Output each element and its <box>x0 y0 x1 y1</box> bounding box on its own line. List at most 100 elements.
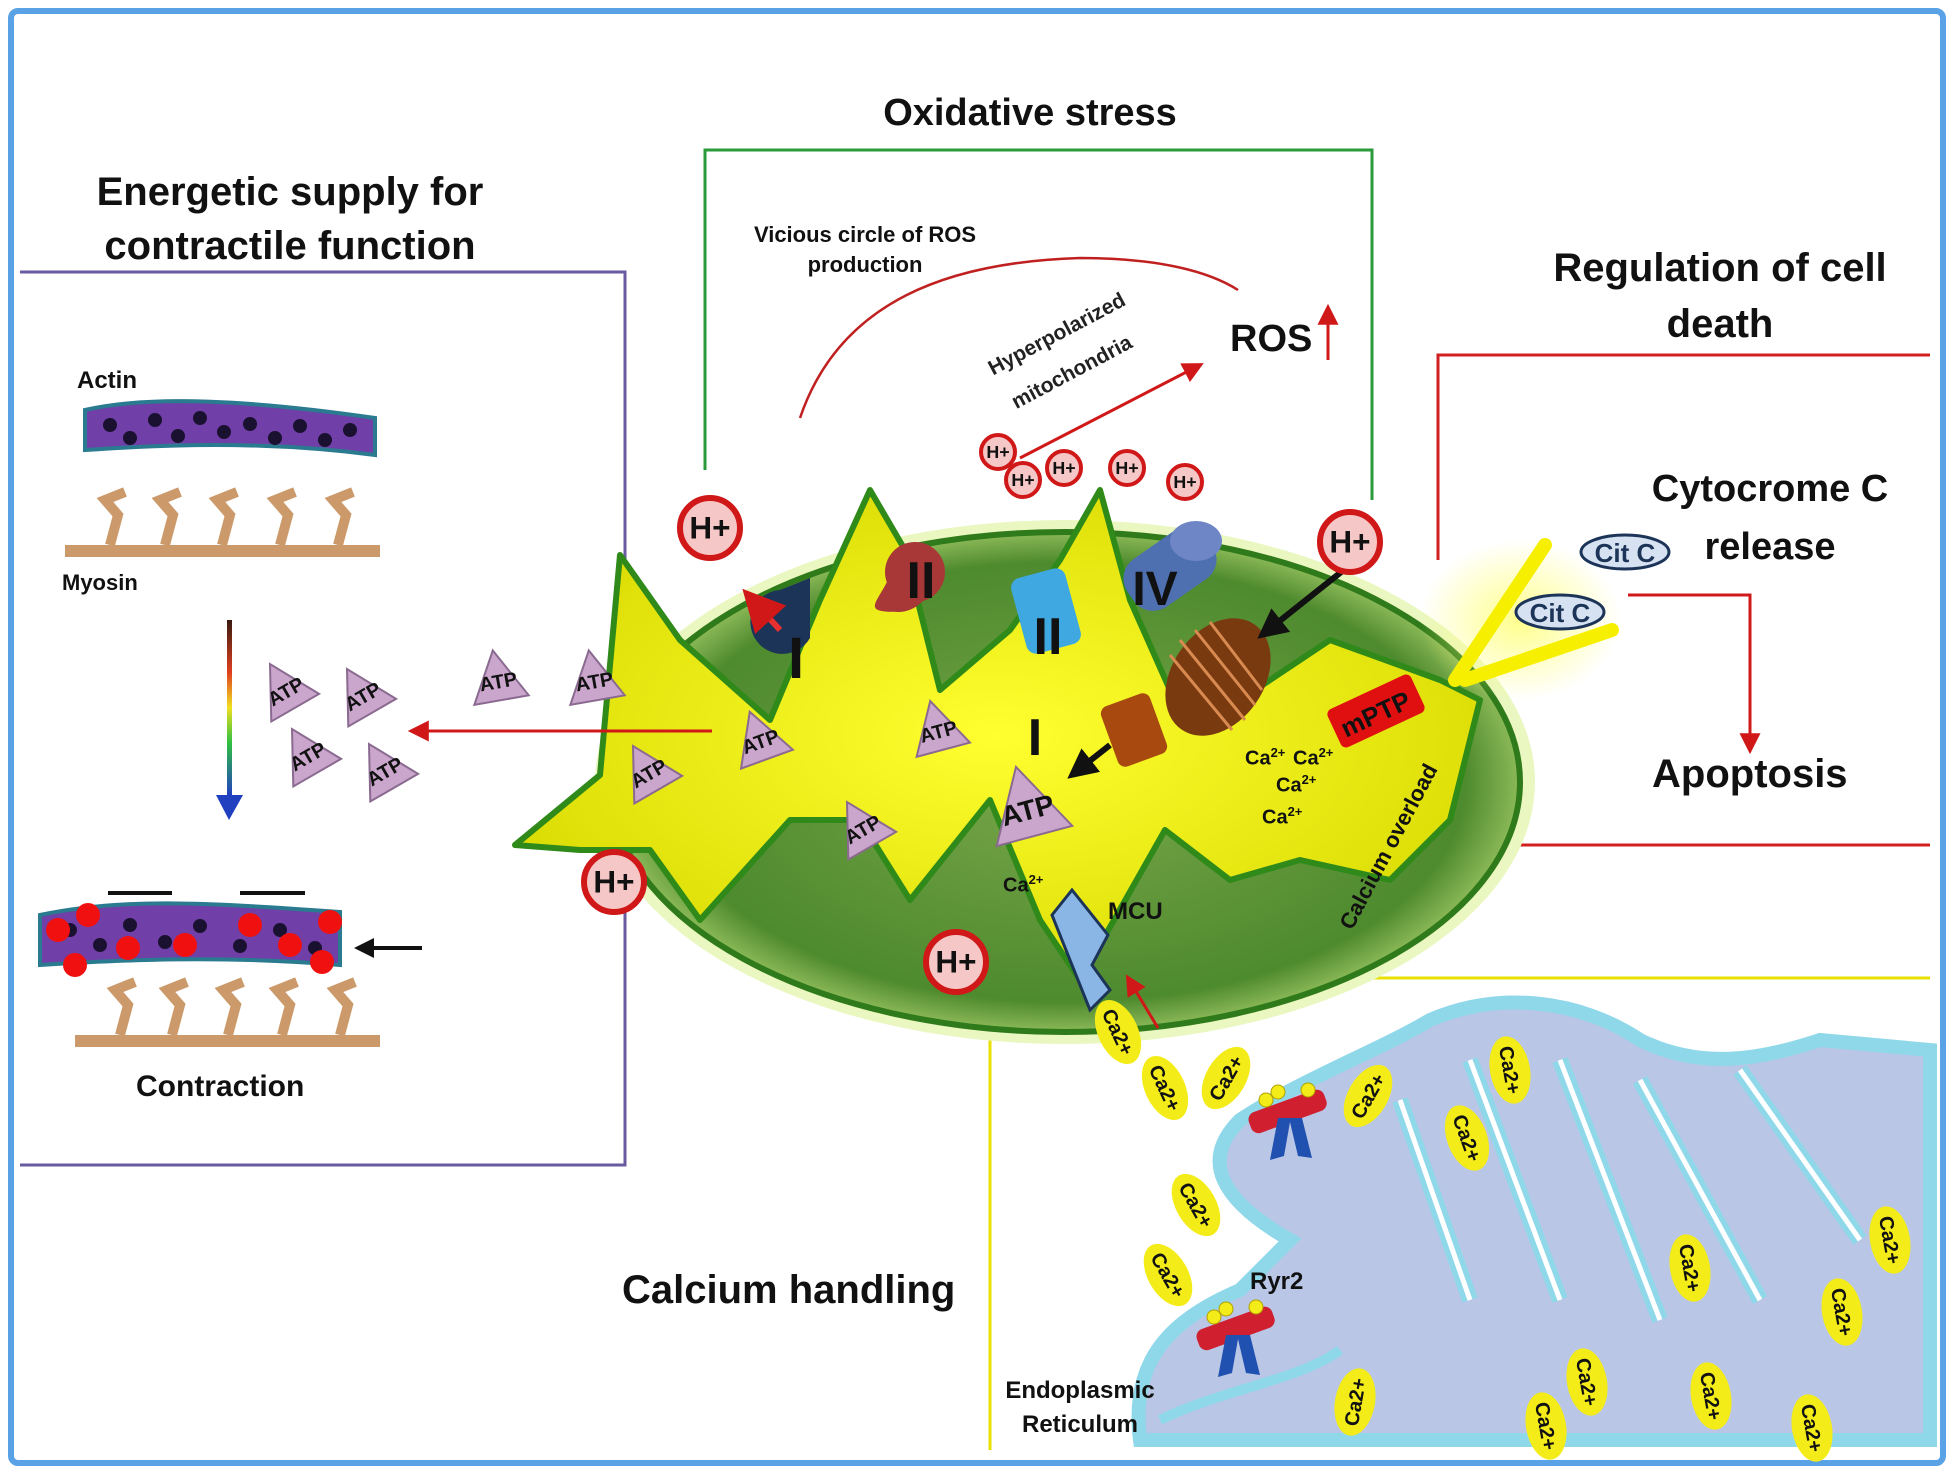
cell-death-title-line2: death <box>1666 302 1774 346</box>
cit-c-2 <box>1514 593 1606 631</box>
energy-gradient-bar <box>227 620 232 795</box>
atp-synthase-arrow-in <box>1257 562 1352 639</box>
matrix-ca-3-charge: 2+ <box>1301 772 1317 787</box>
atp-7: ATP <box>739 709 795 771</box>
mito-matrix <box>512 487 1483 983</box>
ca-ion-5: Ca2+ <box>1444 1105 1490 1171</box>
mcu-label: MCU <box>1108 898 1163 925</box>
ca-ion-2: Ca2+ <box>1141 1056 1189 1120</box>
ca-ion-16: Ca2+ <box>1525 1392 1567 1460</box>
proton-6: H+ <box>1004 461 1042 499</box>
ryr2-channel-1 <box>1248 1082 1327 1160</box>
oxidative-title: Oxidative stress <box>883 92 1177 134</box>
matrix-ca-2: Ca2+ <box>1293 745 1333 771</box>
complex-V-label: I <box>1028 709 1042 767</box>
myosin-label: Myosin <box>62 570 138 595</box>
actin-label: Actin <box>77 367 137 394</box>
atp-3: ATP <box>286 727 344 789</box>
proton-5-label: H+ <box>986 442 1009 462</box>
cyt-c-release <box>1420 533 1671 700</box>
mcu-ca-charge: 2+ <box>1028 872 1044 887</box>
complex-III <box>1011 568 1081 654</box>
cit-c-1 <box>1579 533 1671 571</box>
calcium-box <box>988 976 1930 1450</box>
complex-II-label: II <box>907 552 936 610</box>
proton-3: H+ <box>581 849 647 915</box>
proton-9-label: H+ <box>1173 472 1196 492</box>
oxidative-box <box>703 148 1374 500</box>
ca-ion-13: Ca2+ <box>1566 1348 1608 1416</box>
proton-8: H+ <box>1108 449 1146 487</box>
cytochrome-c-line1: Cytocrome C <box>1651 468 1889 510</box>
contraction-label: Contraction <box>136 1070 305 1103</box>
cytochrome-c-label: Cytocrome C release <box>1620 460 1920 576</box>
calcium-title: Calcium handling <box>622 1268 956 1312</box>
atp-synthase <box>1100 618 1271 767</box>
matrix-ca-3: Ca2+ <box>1276 772 1316 798</box>
energetic-title-line1: Energetic supply for <box>96 170 484 214</box>
proton-8-label: H+ <box>1115 458 1138 478</box>
apoptosis-label: Apoptosis <box>1652 752 1848 796</box>
proton-4: H+ <box>923 929 989 995</box>
ca-ion-9: Ca2+ <box>1334 1368 1376 1436</box>
energetic-title-line2: contractile function <box>104 224 476 268</box>
matrix-ca-1: Ca2+ <box>1245 745 1285 771</box>
ryr2-channel-2 <box>1196 1299 1275 1377</box>
complex-I-label: I <box>788 626 804 691</box>
energetic-title: Energetic supply for contractile functio… <box>60 165 520 273</box>
vicious-circle-label: Vicious circle of ROS production <box>700 220 1030 280</box>
atp-5: ATP <box>472 648 531 707</box>
er-label-line1: Endoplasmic <box>1005 1377 1155 1404</box>
mptp-pore <box>1327 674 1425 748</box>
cit-c-label-2: Cit C <box>1530 598 1591 628</box>
calcium-ion-group: Ca2+Ca2+Ca2+Ca2+Ca2+Ca2+Ca2+Ca2+Ca2+Ca2+… <box>1094 1000 1911 1462</box>
ros-circle-arc <box>798 256 1239 419</box>
proton-2: H+ <box>1317 509 1383 575</box>
er-label-line2: Reticulum <box>1021 1411 1138 1438</box>
cit-c-label-1: Cit C <box>1595 538 1656 568</box>
vicious-circle-line2: production <box>807 252 923 277</box>
hyperpolarized-arrow <box>1019 363 1204 460</box>
ca-ion-14: Ca2+ <box>1690 1362 1732 1430</box>
ca-ion-1: Ca2+ <box>1094 1000 1142 1064</box>
vicious-circle-line1: Vicious circle of ROS <box>753 222 977 247</box>
atp-synthase-arrow-out <box>1067 742 1112 779</box>
ca-ion-6: Ca2+ <box>1489 1036 1531 1104</box>
er-label: Endoplasmic Reticulum <box>990 1374 1170 1442</box>
ca-ion-8: Ca2+ <box>1143 1243 1193 1307</box>
ryr2-label: Ryr2 <box>1250 1268 1304 1295</box>
mcu-channel <box>1050 887 1112 1013</box>
ca-ion-4: Ca2+ <box>1343 1064 1393 1128</box>
atp-4: ATP <box>363 742 421 804</box>
actin-filament <box>83 399 377 458</box>
ros-label: ROS <box>1230 318 1313 360</box>
complex-I <box>742 578 810 654</box>
proton-1: H+ <box>677 495 743 561</box>
calcium-uptake-arrow <box>1125 974 1160 1029</box>
atp-6: ATP <box>568 648 627 707</box>
ca-ion-12: Ca2+ <box>1869 1206 1911 1274</box>
proton-2-label: H+ <box>1329 524 1370 560</box>
matrix-ca-1-symbol: Ca <box>1245 747 1271 770</box>
atp-2: ATP <box>341 667 399 729</box>
proton-5: H+ <box>979 433 1017 471</box>
complex-IV-cap <box>1170 521 1222 561</box>
contracted-filament <box>38 891 422 1047</box>
matrix-ca-2-symbol: Ca <box>1293 747 1319 770</box>
figure-frame <box>8 8 1946 1466</box>
proton-9: H+ <box>1166 463 1204 501</box>
proton-3-label: H+ <box>593 864 634 900</box>
matrix-ca-4-charge: 2+ <box>1287 804 1303 819</box>
atp-9: ATP <box>915 699 972 759</box>
ryr2-group <box>1196 1082 1327 1377</box>
endoplasmic-reticulum <box>1131 995 1937 1447</box>
complex-II-blob <box>885 542 945 602</box>
apoptosis-arrow <box>1628 593 1761 755</box>
proton-group: H+H+H+H+H+H+H+H+H+ <box>581 433 1383 995</box>
complex-IV-label: IV <box>1132 563 1177 616</box>
atp-1: ATP <box>264 662 322 724</box>
matrix-ca-2-charge: 2+ <box>1318 745 1334 760</box>
cell-death-title: Regulation of cell death <box>1520 240 1920 352</box>
